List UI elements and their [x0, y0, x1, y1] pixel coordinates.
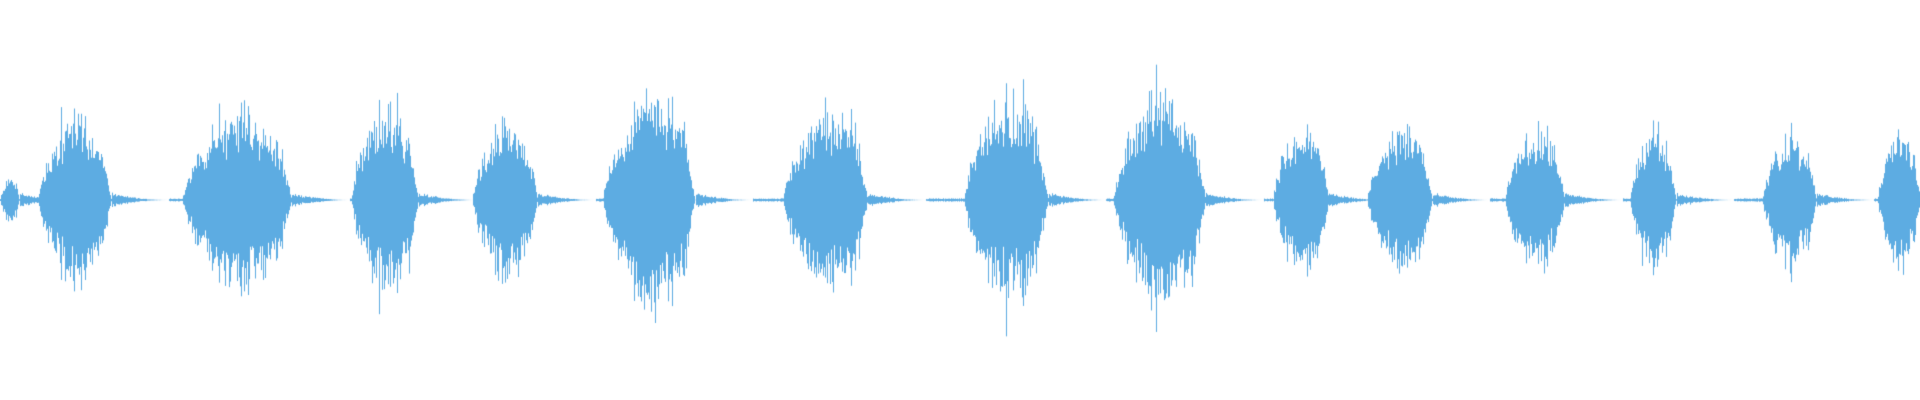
waveform-canvas[interactable] [0, 0, 1920, 400]
audio-waveform-view[interactable] [0, 0, 1920, 400]
